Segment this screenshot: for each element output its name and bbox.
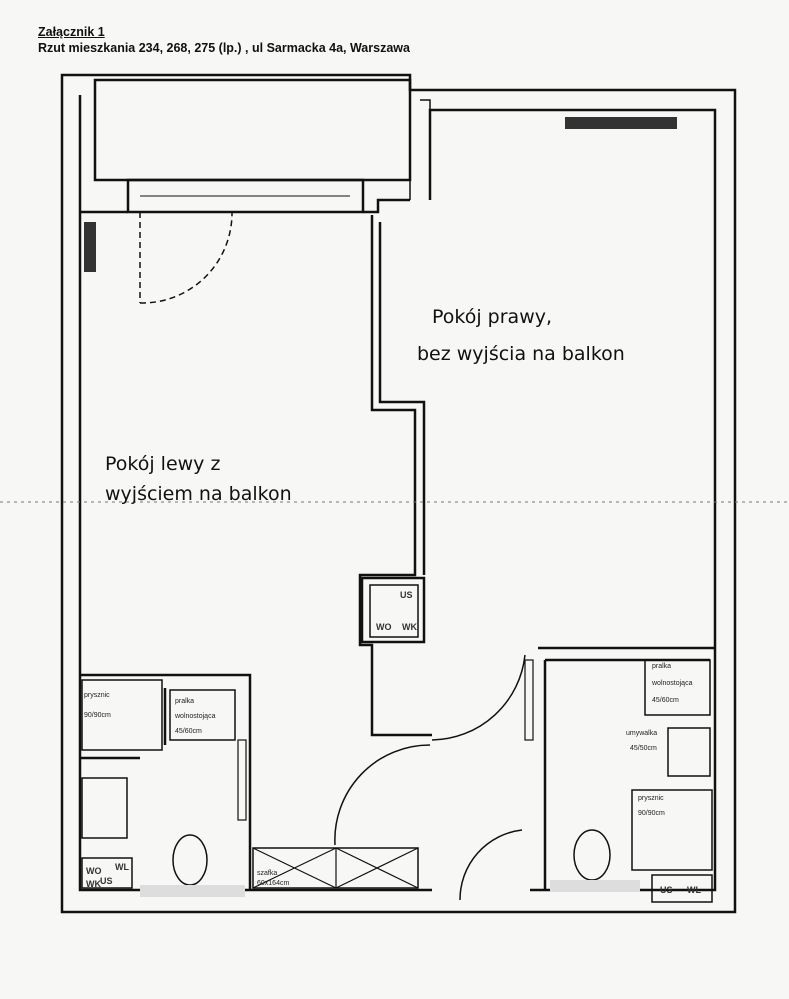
- left-washer-size: 45/60cm: [175, 728, 202, 735]
- bathroom-door-swing: [334, 744, 431, 846]
- document-subtitle: Rzut mieszkania 234, 268, 275 (lp.) , ul…: [38, 41, 410, 55]
- right-washer: [644, 659, 711, 716]
- left-washer: [169, 689, 236, 741]
- left-shower-label: prysznic: [84, 692, 110, 699]
- outer-wall: [60, 73, 737, 914]
- left-room-label-1: Pokój lewy z: [105, 453, 220, 475]
- right-room-label-2: bez wyjścia na balkon: [417, 343, 625, 365]
- left-install-us: US: [100, 876, 113, 886]
- left-shower: [81, 679, 163, 751]
- balcony-window-wall: [126, 178, 365, 214]
- radiator-left: [84, 222, 96, 272]
- left-toilet-icon: [172, 834, 208, 886]
- right-sink-label: umywalka: [626, 730, 657, 737]
- right-washer-label: pralka: [652, 663, 671, 670]
- right-toilet-icon: [573, 829, 611, 881]
- left-washer-type: wolnostojąca: [174, 713, 216, 720]
- left-washer-label: pralka: [175, 698, 194, 705]
- right-washer-size: 45/60cm: [652, 697, 679, 704]
- right-sink: [667, 727, 711, 777]
- left-install-wo: WO: [86, 866, 102, 876]
- left-install-wl: WL: [115, 862, 129, 872]
- right-washer-type: wolnostojąca: [651, 680, 693, 687]
- balcony-door-swing: [139, 211, 233, 304]
- document-title: Załącznik 1: [38, 25, 105, 39]
- right-install-us: US: [660, 885, 673, 895]
- left-bathroom-wall: [80, 673, 252, 890]
- left-install-wk: WK: [86, 879, 101, 889]
- left-install: [81, 857, 133, 889]
- entry-door-swing: [431, 654, 526, 741]
- riser-wo: WO: [376, 622, 392, 632]
- radiator-right: [565, 117, 677, 129]
- right-install-wl: WL: [687, 885, 701, 895]
- left-shower-size: 90/90cm: [84, 712, 111, 719]
- right-shower-size: 90/90cm: [638, 810, 665, 817]
- riser-us: US: [400, 590, 413, 600]
- riser-shaft: [360, 576, 426, 644]
- closet-label: szafka: [257, 870, 277, 877]
- riser-wk: WK: [402, 622, 417, 632]
- right-room-label-1: Pokój prawy,: [432, 306, 552, 328]
- left-sink: [81, 777, 128, 839]
- right-shower-label: prysznic: [638, 795, 664, 802]
- left-room-label-2: wyjściem na balkon: [105, 483, 292, 505]
- partition-wall: [358, 215, 432, 737]
- closet-size: 60x164cm: [257, 880, 289, 887]
- right-sink-size: 45/50cm: [630, 745, 657, 752]
- right-shower: [631, 789, 713, 871]
- balcony: [93, 78, 412, 182]
- right-install: [651, 874, 713, 903]
